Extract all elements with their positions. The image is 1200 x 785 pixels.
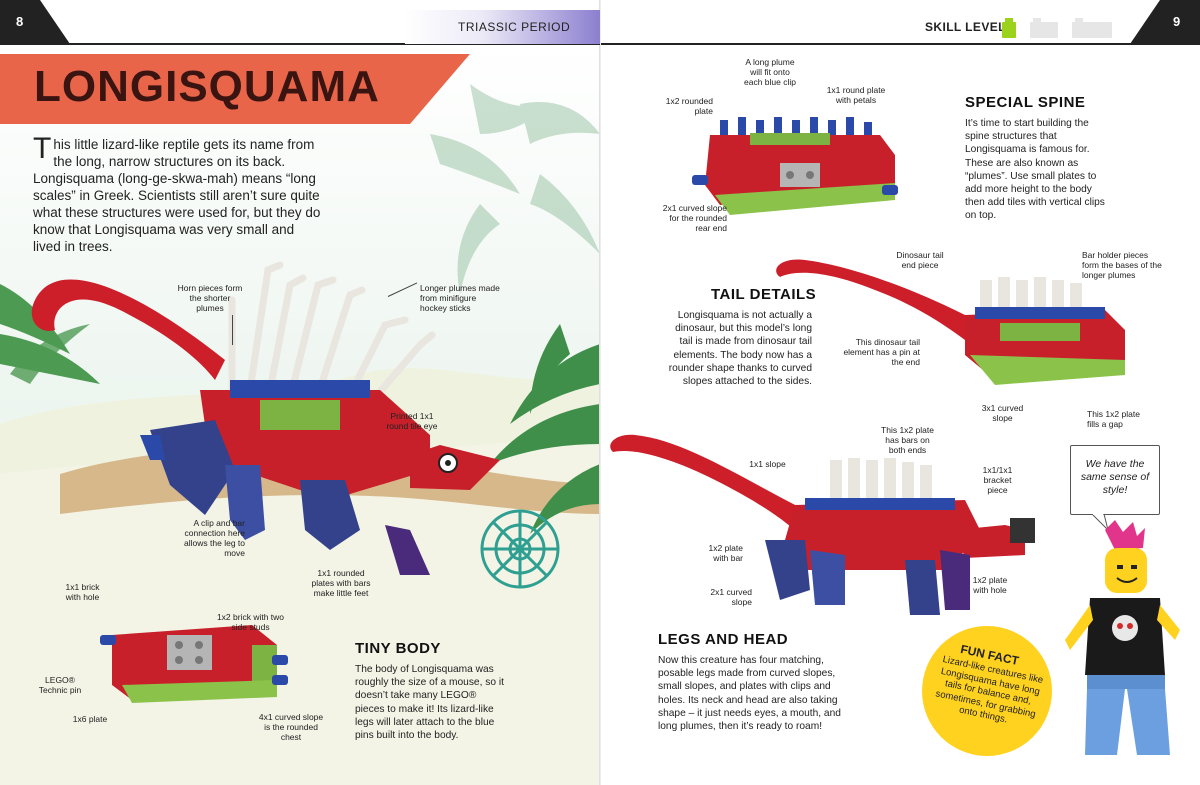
label-bar-holder: Bar holder pieces form the bases of the … [1082, 250, 1162, 280]
label-technic-pin: LEGO® Technic pin [38, 675, 82, 695]
minifigure-illustration [1065, 520, 1180, 755]
label-plate-with-bar: 1x2 plate with bar [708, 543, 744, 563]
special-spine-text: It’s time to start building the spine st… [965, 118, 1105, 222]
label-rounded-feet: 1x1 rounded plates with bars make little… [311, 568, 371, 598]
label-curved-chest: 4x1 curved slope is the rounded chest [258, 712, 324, 742]
label-rounded-plate: 1x2 rounded plate [665, 96, 713, 116]
legs-head-heading: LEGS AND HEAD [658, 631, 789, 648]
intro-dropcap: T [33, 132, 52, 165]
title-banner [0, 54, 470, 124]
special-spine-model-illustration [692, 117, 898, 215]
intro-text: his little lizard-like reptile gets its … [33, 137, 321, 254]
tiny-body-heading: TINY BODY [355, 640, 441, 657]
right-page-number: 9 [1173, 14, 1181, 29]
tail-details-model-illustration [776, 259, 1125, 385]
label-tail-end: Dinosaur tail end piece [896, 250, 944, 270]
label-curved-rear: 2x1 curved slope for the rounded rear en… [662, 203, 727, 233]
speech-bubble [1070, 445, 1160, 515]
skill-brick-active [1002, 18, 1016, 38]
label-tail-pin: This dinosaur tail element has a pin at … [843, 337, 920, 367]
skill-brick-inactive [1030, 18, 1058, 38]
fun-fact-badge [922, 626, 1052, 756]
header-rule [601, 43, 1200, 45]
speech-bubble-text: We have the same sense of style! [1080, 458, 1150, 496]
leader-line [232, 315, 233, 345]
label-plate-with-hole: 1x2 plate with hole [972, 575, 1008, 595]
left-corner-tab [0, 0, 70, 44]
legs-head-text: Now this creature has four matching, pos… [658, 655, 841, 733]
legs-head-model-illustration [610, 434, 1035, 615]
left-page-number: 8 [16, 14, 24, 29]
label-1x6-plate: 1x6 plate [72, 714, 108, 724]
skill-level-label: SKILL LEVEL [925, 20, 1006, 34]
label-1x1-slope: 1x1 slope [749, 459, 786, 469]
gutter [599, 0, 601, 785]
label-bars-both-ends: This 1x2 plate has bars on both ends [881, 425, 934, 455]
period-tab [405, 10, 600, 44]
speech-bubble-tail [1091, 514, 1109, 530]
skill-brick-inactive [1072, 18, 1112, 38]
tail-details-text: Longisquama is not actually a dinosaur, … [668, 310, 812, 388]
label-horn-pieces: Horn pieces form the shorter plumes [177, 283, 243, 313]
label-plate-petals: 1x1 round plate with petals [826, 85, 886, 105]
label-bracket-piece: 1x1/1x1 bracket piece [982, 465, 1013, 495]
longisquama-model-illustration [31, 261, 500, 575]
right-corner-tab [1130, 0, 1200, 44]
label-2x1-curved: 2x1 curved slope [710, 587, 752, 607]
tiny-body-text: The body of Longisquama was roughly the … [355, 664, 504, 742]
tail-details-heading: TAIL DETAILS [711, 286, 817, 303]
tiny-body-model-illustration [100, 625, 288, 703]
period-label: TRIASSIC PERIOD [458, 20, 571, 34]
header-rule [0, 43, 600, 45]
label-clip-bar: A clip and bar connection here allows th… [184, 518, 245, 558]
label-brick-with-hole: 1x1 brick with hole [65, 582, 100, 602]
special-spine-heading: SPECIAL SPINE [965, 94, 1086, 111]
label-hockey-sticks: Longer plumes made from minifigure hocke… [420, 283, 500, 313]
page-title: LONGISQUAMA [34, 62, 380, 111]
label-fills-gap: This 1x2 plate fills a gap [1087, 409, 1140, 429]
label-3x1-curved: 3x1 curved slope [981, 403, 1024, 423]
label-long-plume: A long plume will fit onto each blue cli… [744, 57, 796, 87]
label-tile-eye: Printed 1x1 round tile eye [386, 411, 438, 431]
label-side-studs: 1x2 brick with two side studs [216, 612, 285, 632]
